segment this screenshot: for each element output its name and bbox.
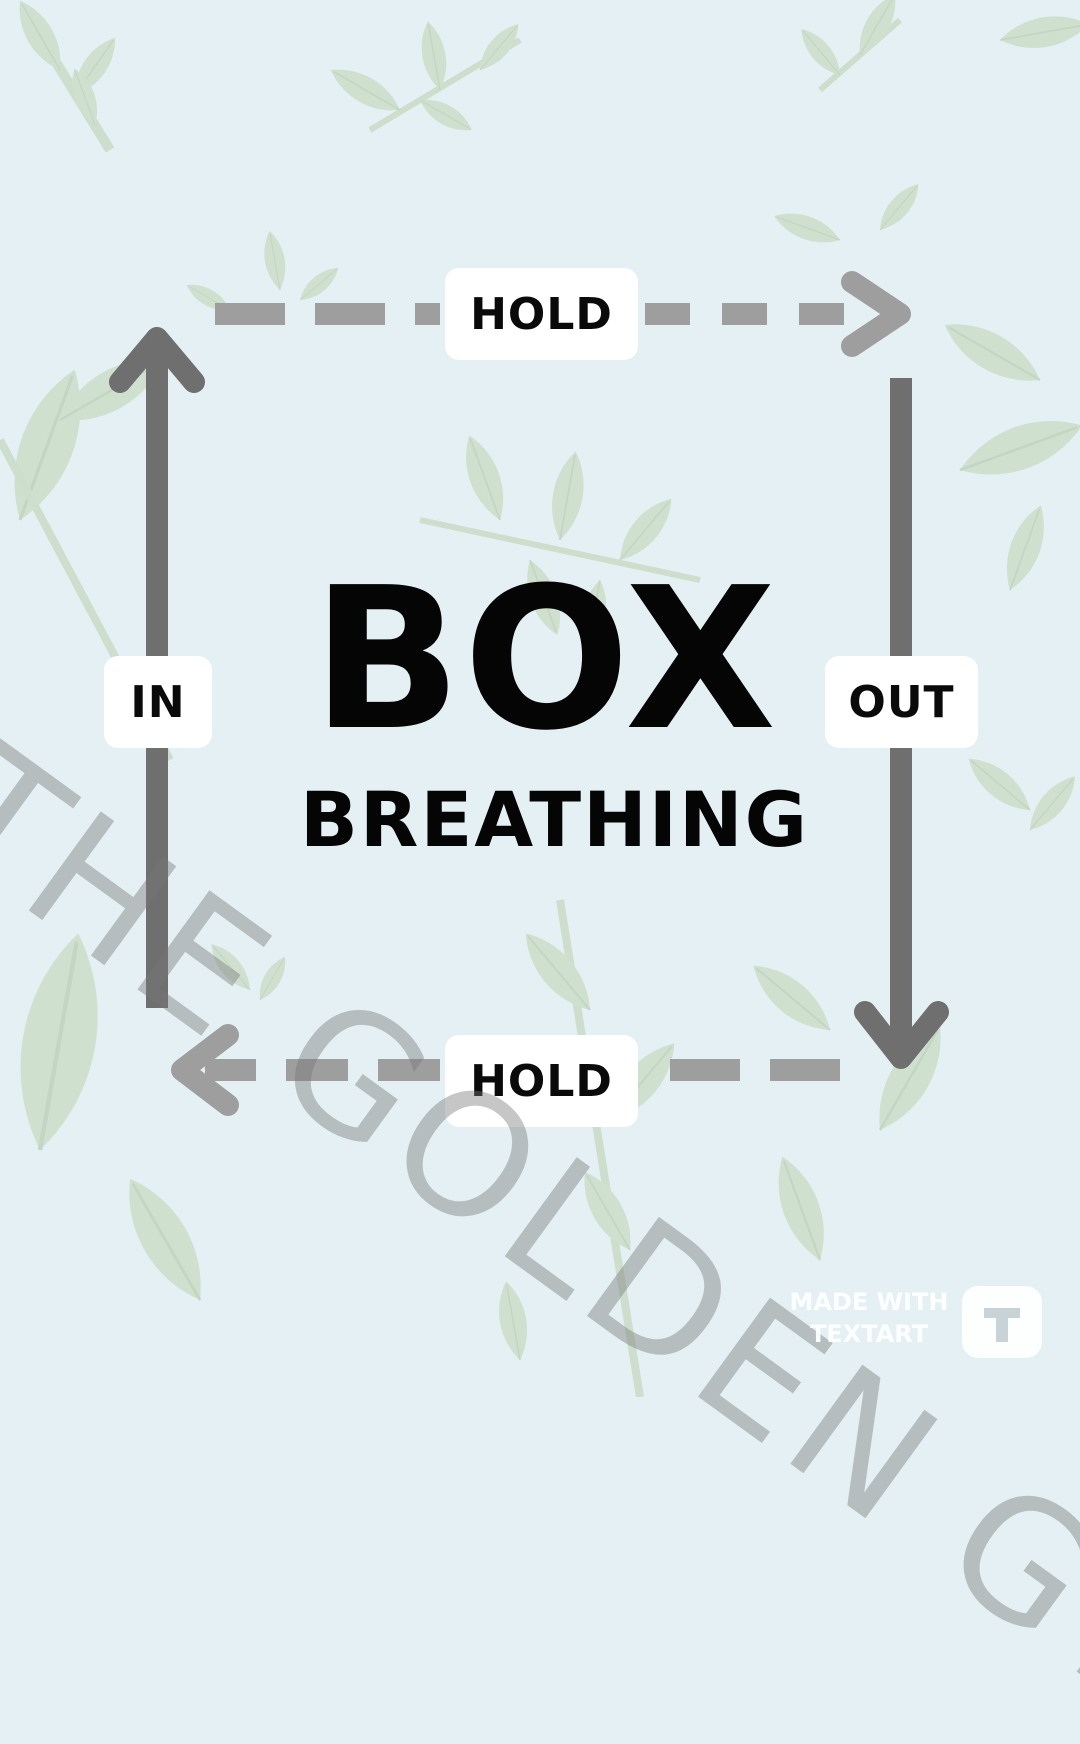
hold-label-bottom: HOLD (445, 1035, 638, 1127)
textart-badge-text: MADE WITH TEXTART (784, 1286, 954, 1350)
badge-line-1: MADE WITH (789, 1288, 949, 1316)
leaf-background (0, 0, 1080, 1397)
out-label: OUT (825, 656, 978, 748)
hold-label-top: HOLD (445, 268, 638, 360)
poster-subtitle: BREATHING (300, 775, 809, 864)
in-label: IN (104, 656, 212, 748)
arrow-left-dashed (171, 1024, 840, 1116)
poster-title: BOX (311, 546, 779, 774)
arrow-right-dashed (215, 271, 911, 357)
textart-t-logo-icon (962, 1286, 1042, 1358)
badge-line-2: TEXTART (809, 1320, 929, 1348)
